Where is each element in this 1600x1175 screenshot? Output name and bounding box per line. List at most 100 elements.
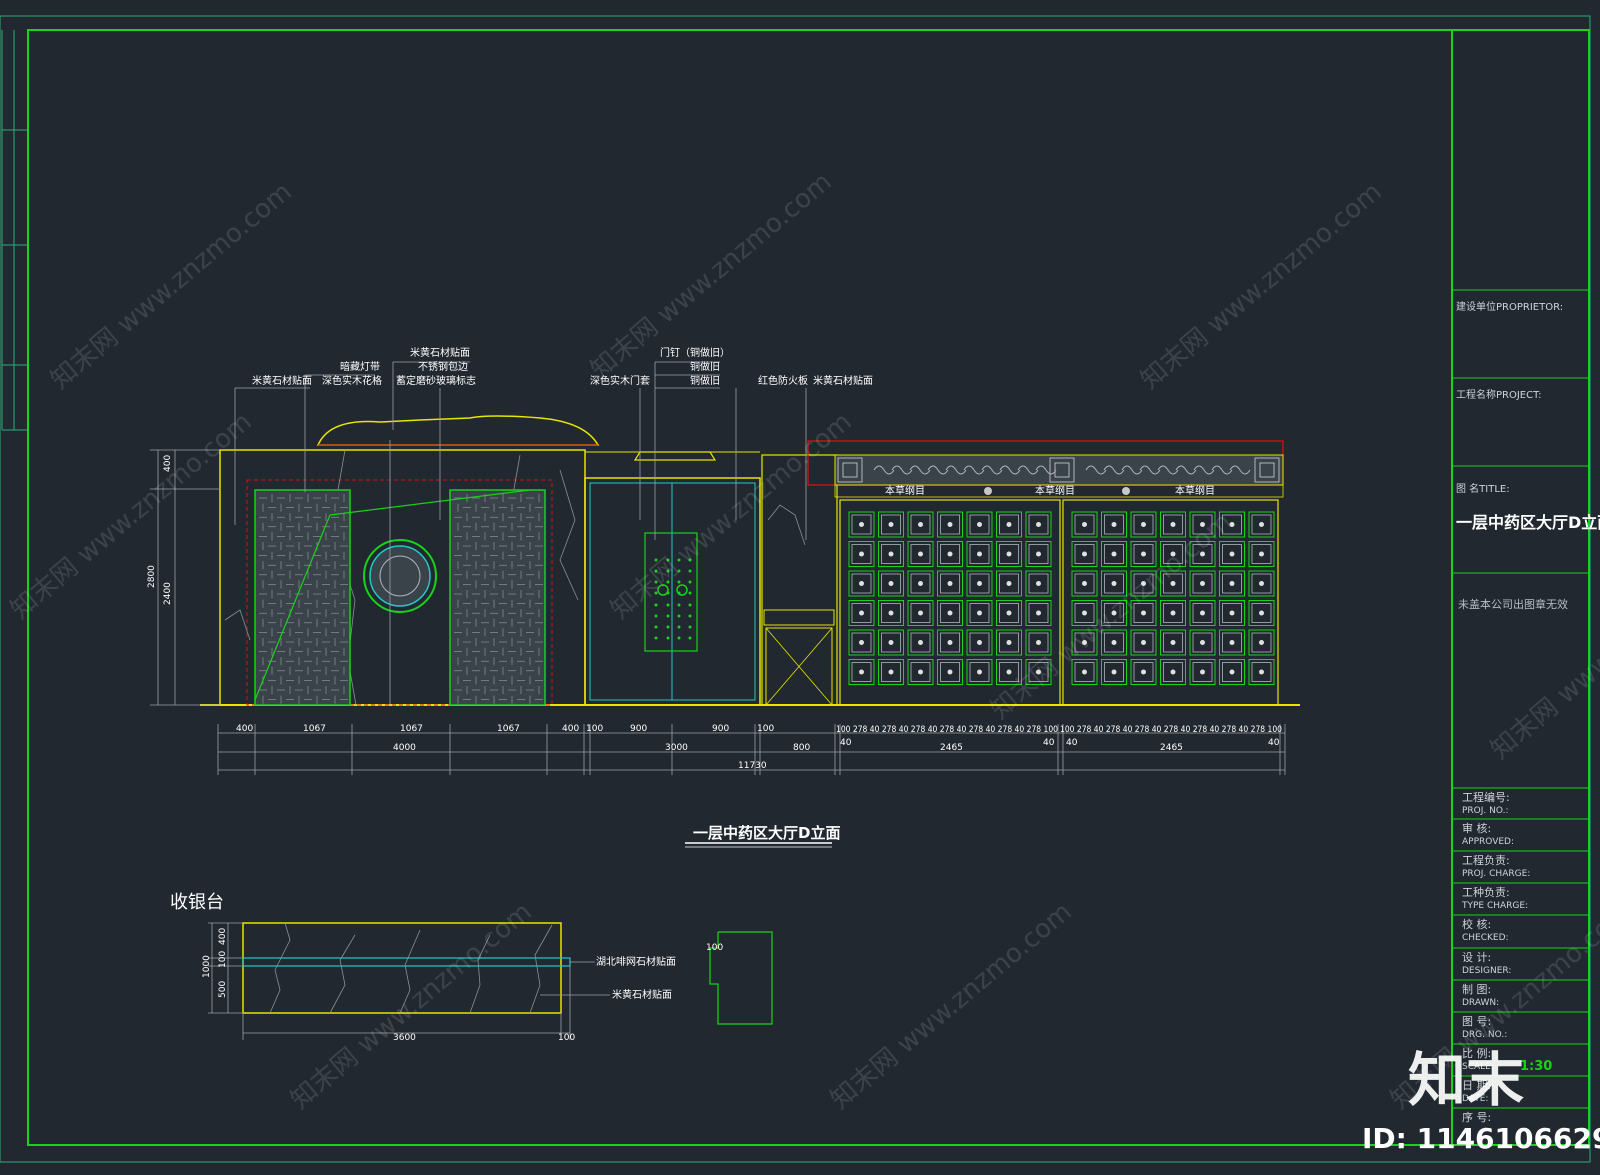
tb-row-cn: 审 核:: [1462, 821, 1491, 835]
dim-left-400: 400: [163, 455, 173, 472]
tb-row-cn: 比 例:: [1462, 1046, 1491, 1060]
annotation-6: 蓄定磨砂玻璃标志: [396, 374, 476, 387]
tb-row-en: PROJ. NO.:: [1462, 806, 1509, 816]
dim-40-d: 40: [1268, 738, 1280, 748]
tb-row-cn: 序 号:: [1462, 1110, 1491, 1124]
dim-row1-value: 900: [630, 724, 647, 734]
dim-40-a: 40: [840, 738, 852, 748]
dim-40-c: 40: [1066, 738, 1078, 748]
lattice-panel-right: [449, 489, 546, 706]
door-ring-right: [676, 584, 688, 596]
door-section: [584, 451, 761, 706]
annotation-8: 门钉（铜做旧）: [660, 346, 730, 359]
dim-total: 11730: [738, 761, 767, 771]
middle-stone-section: [761, 454, 838, 706]
cashier-dim-100: 100: [218, 951, 228, 968]
dim-3000: 3000: [665, 743, 688, 753]
cabinet-knob-2: [1122, 487, 1130, 495]
tb-row-cn: 设 计:: [1462, 951, 1491, 964]
dim-row1-value: 100: [757, 724, 774, 734]
tb-row-en: APPROVED:: [1462, 837, 1514, 847]
annotation-7: 深色实木门套: [590, 374, 650, 387]
cabinet-label-1: 本草纲目: [885, 484, 925, 497]
annotation-leaders: [234, 361, 807, 540]
dim-800: 800: [793, 743, 810, 753]
annotation-4: 米黄石材贴面: [410, 346, 470, 359]
dim-row1-value: 1067: [303, 724, 326, 734]
tb-row-en: DRG. NO.:: [1462, 1030, 1507, 1040]
cashier-note-2: 米黄石材贴面: [612, 988, 672, 1001]
left-dimensions: [150, 449, 220, 706]
cashier-dim-500: 500: [218, 981, 228, 998]
annotation-11: 红色防火板: [758, 374, 808, 387]
title-label: 图 名TITLE:: [1456, 482, 1510, 495]
cashier-dim-1000: 1000: [202, 955, 212, 978]
lattice-panel-left: [254, 489, 351, 706]
dim-row1-value: 1067: [497, 724, 520, 734]
tb-row-en: PROJ. CHARGE:: [1462, 869, 1530, 879]
cashier-counter-elevation: 收银台 400 100 500 1000 3600 1: [170, 892, 773, 1043]
bottom-dimension-lines: [217, 724, 1286, 775]
cabinet-dims-right: 100 278 40 278 40 278 40 278 40 278 40 2…: [1060, 725, 1282, 735]
medicine-cabinet: 本草纲目 本草纲目 本草纲目: [807, 440, 1284, 706]
dim-2465-left: 2465: [940, 743, 963, 753]
annotation-12: 米黄石材贴面: [813, 374, 873, 387]
dim-row1-value: 400: [236, 724, 253, 734]
image-id: ID: 1146106629: [1362, 1122, 1600, 1155]
annotation-9: 铜做旧: [690, 360, 720, 373]
dim-2465-right: 2465: [1160, 743, 1183, 753]
cabinet-label-2: 本草纲目: [1035, 484, 1075, 497]
door-plaque: [644, 532, 698, 652]
counter-body: [242, 922, 562, 1014]
dim-4000: 4000: [393, 743, 416, 753]
tb-row-cn: 图 号:: [1462, 1015, 1491, 1028]
tb-row-en: DRAWN:: [1462, 998, 1499, 1008]
tb-row-en: DESIGNER:: [1462, 966, 1511, 976]
annotation-2: 暗藏灯带: [340, 360, 380, 373]
door-ring-left: [657, 584, 669, 596]
tb-row-en: CHECKED:: [1462, 933, 1509, 943]
title-block-rows: 工程编号: PROJ. NO.: 审 核: APPROVED: 工程负责: PROJ. C…: [1461, 790, 1530, 1124]
dim-row1-value: 400: [562, 724, 579, 734]
tb-row-cn: 校 核:: [1462, 917, 1491, 931]
round-logo-seal: [363, 539, 437, 613]
tb-row-cn: 工种负责:: [1462, 885, 1510, 899]
drawing-frame: [27, 29, 1590, 1146]
dim-left-2800: 2800: [147, 565, 157, 588]
dim-row1-value: 1067: [400, 724, 423, 734]
project-label: 工程名称PROJECT:: [1456, 388, 1541, 401]
tb-row-cn: 制 图:: [1462, 983, 1491, 996]
brand-logo: 知末 ID: 1146106629: [1362, 1046, 1600, 1155]
tb-row-cn: 工程编号:: [1462, 790, 1510, 804]
title-block: 建设单位PROPRIETOR: 工程名称PROJECT: 图 名TITLE: 一…: [1451, 30, 1600, 1145]
cashier-dim-end: 100: [558, 1033, 575, 1043]
title-value: 一层中药区大厅D立面: [1456, 513, 1600, 532]
dim-row1-value: 900: [712, 724, 729, 734]
cashier-dim-width: 3600: [393, 1033, 416, 1043]
stamp-note: 未盖本公司出图章无效: [1458, 597, 1568, 611]
annotation-1: 米黄石材贴面: [252, 374, 312, 387]
tb-row-en: DATE:: [1462, 1094, 1488, 1104]
elevation-title: 一层中药区大厅D立面: [693, 824, 840, 842]
proprietor-label: 建设单位PROPRIETOR:: [1456, 300, 1563, 313]
counter-section-detail: [709, 931, 773, 1025]
znzmo-logo: 知末: [1408, 1046, 1524, 1114]
tb-row-en: SCALE:: [1462, 1062, 1494, 1072]
dim-row1-value: 100: [586, 724, 603, 734]
cashier-title: 收银台: [170, 892, 224, 913]
dim-40-b: 40: [1043, 738, 1055, 748]
tb-row-cn: 工程负责:: [1462, 853, 1510, 867]
dim-left-2400: 2400: [163, 582, 173, 605]
annotation-3: 深色实木花格: [322, 374, 382, 387]
tb-row-en: TYPE CHARGE:: [1461, 901, 1528, 911]
stone-cornice: [316, 415, 600, 446]
left-binding-strip: [1, 30, 28, 431]
annotation-10: 铜做旧: [690, 374, 720, 387]
dim-row-1: 400 1067 1067 1067 400 100 900 900 100: [236, 724, 774, 734]
stone-wall-section: [219, 415, 600, 706]
cashier-dim-400: 400: [218, 928, 228, 945]
cashier-note-1: 湖北啡网石材贴面: [596, 955, 676, 968]
